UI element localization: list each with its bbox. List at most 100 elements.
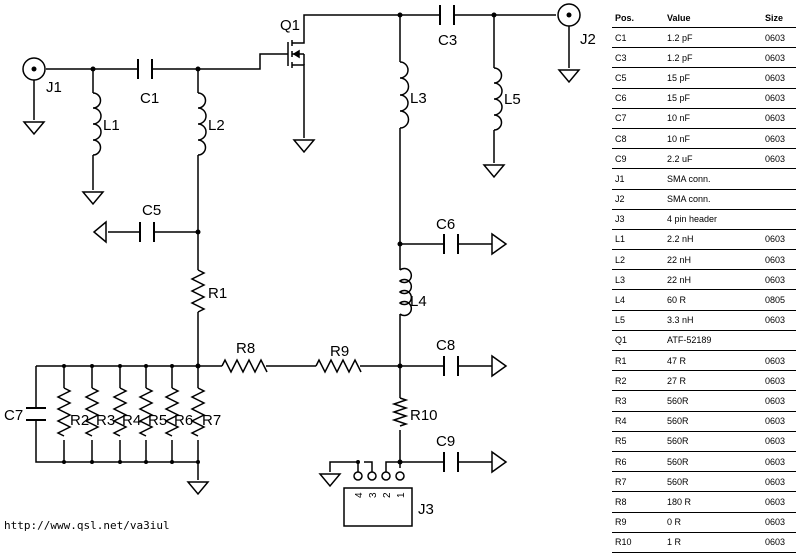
bom-cell-pos: R9 (612, 512, 667, 533)
bom-cell-size: 0603 (765, 350, 796, 372)
label-R6: R6 (174, 412, 193, 429)
bom-cell-size: 0603 (765, 47, 796, 69)
bom-cell-value: 3.3 nH (667, 310, 765, 331)
bom-cell-value: 560R (667, 431, 765, 452)
label-R9: R9 (330, 343, 349, 360)
junctions (62, 12, 497, 465)
bom-cell-size: 0603 (765, 471, 796, 493)
bom-cell-size (765, 168, 796, 190)
label-R10: R10 (410, 407, 438, 424)
bom-cell-size: 0603 (765, 390, 796, 412)
bom-cell-pos: Q1 (612, 330, 667, 352)
bom-cell-value: 2.2 nH (667, 229, 765, 251)
label-J3: J3 (418, 501, 434, 518)
bom-cell-value: 47 R (667, 350, 765, 372)
bom-header-row: Pos. Value Size (612, 8, 796, 28)
bom-cell-value: 560R (667, 471, 765, 493)
bom-cell-pos: R7 (612, 471, 667, 493)
label-R5: R5 (148, 412, 167, 429)
bom-cell-pos: L3 (612, 269, 667, 291)
bom-cell-pos: R5 (612, 431, 667, 452)
inductor-coils (92, 61, 503, 317)
bom-cell-value: 1.2 pF (667, 27, 765, 49)
bom-cell-value: 27 R (667, 370, 765, 392)
bom-cell-size: 0603 (765, 491, 796, 513)
bom-cell-value: 60 R (667, 289, 765, 311)
bom-cell-value: 560R (667, 451, 765, 473)
bom-cell-size: 0603 (765, 108, 796, 129)
bom-cell-value: SMA conn. (667, 189, 765, 210)
bom-cell-pos: C1 (612, 27, 667, 49)
label-L2: L2 (208, 117, 225, 134)
bom-cell-pos: J2 (612, 189, 667, 210)
source-url: http://www.qsl.net/va3iul (4, 519, 170, 532)
schematic: 4 3 2 1 J1 J2 J3 Q1 C1 C3 C5 C6 C7 C8 C9… (4, 3, 596, 527)
bom-cell-pos: J3 (612, 209, 667, 230)
bom-cell-size: 0603 (765, 229, 796, 251)
bom-cell-size: 0805 (765, 289, 796, 311)
bom-cell-pos: J1 (612, 168, 667, 190)
bom-cell-size: 0603 (765, 269, 796, 291)
bom-cell-value: 4 pin header (667, 209, 765, 230)
label-C7: C7 (4, 407, 23, 424)
bom-cell-size: 0603 (765, 88, 796, 109)
bom-cell-value: 560R (667, 411, 765, 432)
j3-pin-3: 3 (368, 492, 379, 498)
bom-cell-pos: R8 (612, 491, 667, 513)
label-C5: C5 (142, 202, 161, 219)
bom-cell-size: 0603 (765, 310, 796, 331)
resistor-zigzags (56, 269, 409, 437)
label-R1: R1 (208, 285, 227, 302)
bom-cell-size (765, 330, 796, 352)
bom-cell-pos: C9 (612, 148, 667, 170)
label-C9: C9 (436, 433, 455, 450)
bom-cell-pos: R4 (612, 411, 667, 432)
bom-cell-size: 0603 (765, 128, 796, 150)
label-C1: C1 (140, 90, 159, 107)
component-labels: J1 J2 J3 Q1 C1 C3 C5 C6 C7 C8 C9 L1 L2 L… (4, 17, 596, 518)
label-J1: J1 (46, 79, 62, 96)
bom-cell-pos: C3 (612, 47, 667, 69)
bom-cell-pos: C5 (612, 67, 667, 89)
bom-cell-pos: C8 (612, 128, 667, 150)
label-C8: C8 (436, 337, 455, 354)
bom-cell-pos: R2 (612, 370, 667, 392)
bom-cell-size: 0603 (765, 431, 796, 452)
bom-cell-pos: C6 (612, 88, 667, 109)
bom-cell-value: 0 R (667, 512, 765, 533)
bom-cell-value: ATF-52189 (667, 330, 765, 352)
bom-cell-size: 0603 (765, 67, 796, 89)
label-R3: R3 (96, 412, 115, 429)
bom-cell-size (765, 189, 796, 210)
bom-cell-size: 0603 (765, 370, 796, 392)
label-C6: C6 (436, 216, 455, 233)
bom-cell-value: 22 nH (667, 269, 765, 291)
bom-cell-pos: L4 (612, 289, 667, 311)
label-Q1: Q1 (280, 17, 300, 34)
label-R7: R7 (202, 412, 221, 429)
bom-cell-size: 0603 (765, 27, 796, 49)
bom-cell-size: 0603 (765, 532, 796, 553)
j3-pin-2: 2 (382, 492, 393, 498)
bom-cell-size: 0603 (765, 148, 796, 170)
header-J3: 4 3 2 1 (343, 471, 413, 527)
